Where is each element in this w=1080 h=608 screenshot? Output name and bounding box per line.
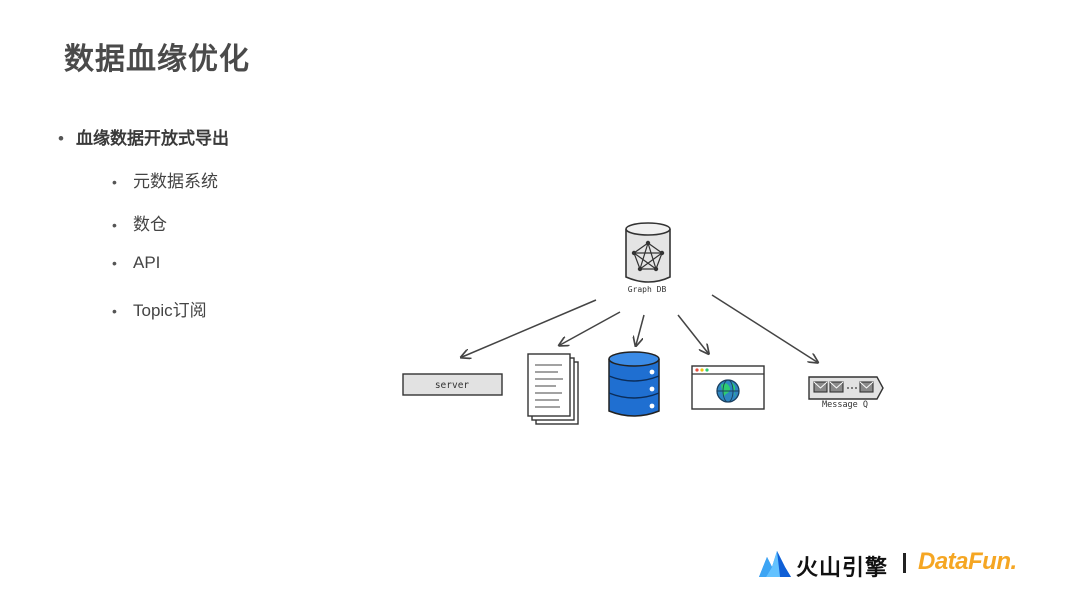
- bullet-dot: •: [112, 174, 117, 190]
- bullet-sub-text: API: [133, 253, 161, 272]
- arrow-to-browser: [677, 314, 708, 353]
- server-icon: [402, 373, 503, 396]
- bullet-sub-text: 元数据系统: [133, 172, 218, 191]
- bullet-sub-1: • 元数据系统: [112, 167, 218, 192]
- bullet-main-text: 血缘数据开放式导出: [76, 129, 229, 148]
- bullet-dot: •: [112, 303, 117, 319]
- bullet-sub-text: Topic订阅: [133, 301, 207, 320]
- bullet-sub-3: • API: [112, 253, 160, 273]
- bullet-sub-2: • 数仓: [112, 210, 167, 235]
- arrow-to-message-queue: [711, 294, 817, 362]
- bullet-dot: •: [58, 129, 64, 148]
- footer-logos: 火山引擎 DataFun.: [758, 545, 1058, 585]
- message-queue-label: Message Q: [822, 400, 868, 410]
- volcano-engine-logo-icon: [759, 551, 791, 577]
- lineage-export-diagram: Graph DB server: [402, 222, 884, 425]
- arrow-to-database: [636, 314, 645, 345]
- arrow-to-server: [462, 299, 597, 357]
- graph-db-label: Graph DB: [628, 285, 667, 294]
- globe-icon: [716, 379, 740, 403]
- logo-divider: [903, 553, 906, 573]
- arrow-to-document: [560, 311, 621, 345]
- volcano-engine-logo-text: 火山引擎: [796, 555, 889, 580]
- bullet-sub-text: 数仓: [133, 215, 167, 234]
- bullet-main: • 血缘数据开放式导出: [58, 124, 229, 149]
- browser-icon: [691, 365, 765, 410]
- slide-title: 数据血缘优化: [64, 43, 250, 76]
- bullet-list: • 血缘数据开放式导出 • 元数据系统 • 数仓 • API • Topic订阅: [0, 0, 400, 400]
- datafun-logo-text: DataFun.: [918, 548, 1017, 575]
- document-icon: [527, 353, 579, 425]
- arrows: [462, 294, 817, 362]
- bullet-dot: •: [112, 217, 117, 233]
- message-queue-icon: [808, 376, 884, 400]
- graph-db-icon: [625, 222, 671, 283]
- bullet-dot: •: [112, 255, 117, 271]
- database-icon: [608, 351, 660, 417]
- server-label: server: [435, 380, 470, 391]
- bullet-sub-4: • Topic订阅: [112, 296, 207, 321]
